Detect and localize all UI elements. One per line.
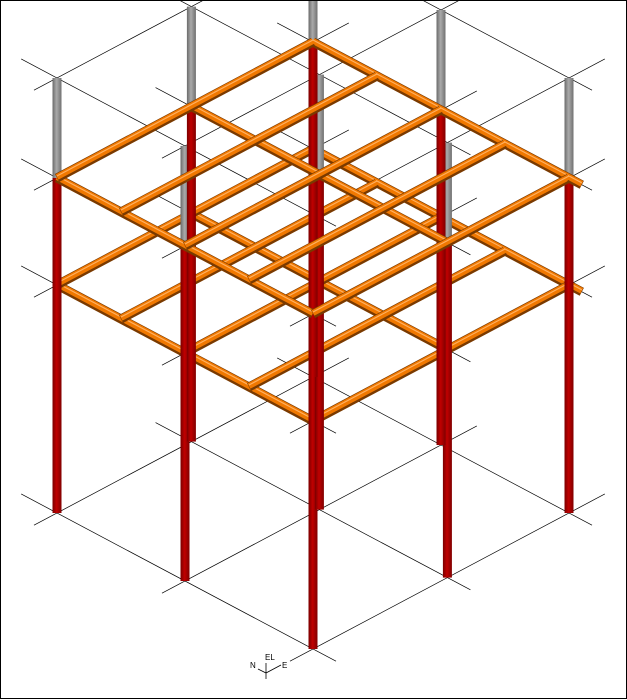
beam-highlight <box>56 39 314 177</box>
beam-highlight <box>184 107 442 245</box>
column <box>442 242 452 578</box>
column-stub <box>442 142 452 243</box>
beam-flange <box>119 72 379 214</box>
east-axis-label: E <box>282 661 287 670</box>
beam-highlight <box>248 141 506 279</box>
beam-flange <box>119 179 379 321</box>
beam-flange <box>55 38 315 180</box>
column <box>308 314 318 649</box>
grid-line <box>33 1 203 91</box>
beams-level-2 <box>54 38 584 318</box>
beam-highlight <box>120 180 378 318</box>
beam-highlight <box>312 175 570 313</box>
grid-line <box>20 493 337 662</box>
grid-line <box>20 58 337 227</box>
column-stub <box>314 74 324 175</box>
beam-flange <box>183 106 443 248</box>
orientation-triad: EL N E <box>250 653 287 679</box>
column <box>180 246 190 581</box>
column-stub <box>186 6 196 107</box>
beam-flange <box>247 247 507 389</box>
column-stub <box>564 78 574 178</box>
columns <box>52 1 574 649</box>
column <box>308 42 318 377</box>
grid-line <box>276 357 593 526</box>
beam-flange <box>247 140 507 282</box>
elevation-axis-label: EL <box>265 653 275 662</box>
beam-highlight <box>568 175 583 184</box>
column <box>186 106 196 442</box>
column <box>314 174 324 510</box>
column-stub <box>308 1 318 42</box>
column-stub <box>436 10 446 110</box>
north-axis-label: N <box>250 661 256 670</box>
beam-flange <box>567 174 584 187</box>
grid-line <box>423 1 593 91</box>
beam-highlight <box>248 248 506 386</box>
beam-highlight <box>120 73 378 211</box>
column-stub <box>52 78 62 178</box>
column-stub <box>180 146 190 246</box>
column <box>52 178 62 513</box>
beam-flange <box>311 174 571 316</box>
column <box>564 178 574 513</box>
column <box>436 110 446 445</box>
